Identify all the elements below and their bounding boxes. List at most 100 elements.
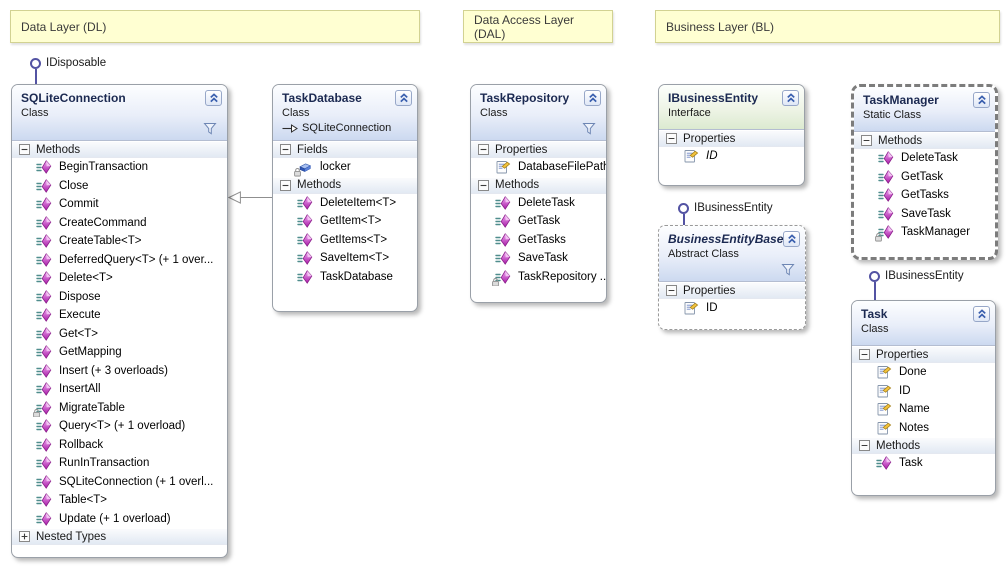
inheritance-arrow-icon	[282, 124, 298, 133]
lollipop-ibusinessentity-task[interactable]: IBusinessEntity	[869, 270, 964, 301]
section-header-methods[interactable]: Methods	[854, 132, 995, 149]
class-box-businessentitybase[interactable]: BusinessEntityBase Abstract Class Proper…	[658, 225, 806, 330]
member-row[interactable]: CreateTable<T>	[12, 232, 227, 251]
member-row[interactable]: DatabaseFilePath	[471, 158, 606, 177]
filter-icon[interactable]	[203, 122, 217, 135]
collapse-button[interactable]	[205, 90, 222, 106]
member-row[interactable]: DeleteTask	[471, 194, 606, 213]
section-header-methods[interactable]: Methods	[852, 437, 995, 454]
section-header-properties[interactable]: Properties	[659, 282, 805, 299]
member-row[interactable]: Task	[852, 454, 995, 473]
member-row[interactable]: Execute	[12, 306, 227, 325]
collapse-button[interactable]	[395, 90, 412, 106]
filter-icon[interactable]	[781, 263, 795, 276]
section-header-properties[interactable]: Properties	[471, 141, 606, 158]
class-kind: Interface	[668, 107, 711, 119]
collapse-button[interactable]	[584, 90, 601, 106]
interface-box-ibusinessentity[interactable]: IBusinessEntity Interface Properties ID	[658, 84, 805, 186]
member-row[interactable]: GetItem<T>	[273, 212, 417, 231]
member-row[interactable]: RunInTransaction	[12, 454, 227, 473]
filter-icon[interactable]	[582, 122, 596, 135]
member-row[interactable]: locker	[273, 158, 417, 177]
member-row[interactable]: Rollback	[12, 436, 227, 455]
class-header: Task Class	[852, 301, 995, 346]
layer-note-business-layer[interactable]: Business Layer (BL)	[655, 10, 1000, 43]
member-row[interactable]: Dispose	[12, 288, 227, 307]
member-row[interactable]: SaveTask	[854, 205, 995, 224]
member-row[interactable]: Update (+ 1 overload)	[12, 510, 227, 529]
chevron-up-icon	[785, 92, 797, 104]
member-row[interactable]: InsertAll	[12, 380, 227, 399]
member-row[interactable]: BeginTransaction	[12, 158, 227, 177]
class-name: Task	[861, 307, 888, 321]
section-title: Properties	[683, 132, 736, 145]
member-row[interactable]: ID	[659, 147, 804, 166]
member-row[interactable]: Notes	[852, 419, 995, 438]
member-row[interactable]: TaskDatabase	[273, 268, 417, 287]
section-header-fields[interactable]: Fields	[273, 141, 417, 158]
section-header-properties[interactable]: Properties	[659, 130, 804, 147]
member-row[interactable]: GetTask	[471, 212, 606, 231]
field-icon	[297, 159, 313, 175]
member-row[interactable]: SaveTask	[471, 249, 606, 268]
member-row[interactable]: GetMapping	[12, 343, 227, 362]
member-row[interactable]: Commit	[12, 195, 227, 214]
member-row[interactable]: CreateCommand	[12, 214, 227, 233]
method-icon	[878, 187, 894, 203]
member-row[interactable]: MigrateTable	[12, 399, 227, 418]
section-header-methods[interactable]: Methods	[12, 141, 227, 158]
method-icon	[36, 233, 52, 249]
member-row[interactable]: Table<T>	[12, 491, 227, 510]
member-row[interactable]: Insert (+ 3 overloads)	[12, 362, 227, 381]
member-row[interactable]: Query<T> (+ 1 overload)	[12, 417, 227, 436]
member-row[interactable]: Done	[852, 363, 995, 382]
member-row[interactable]: SaveItem<T>	[273, 249, 417, 268]
class-kind: Abstract Class	[668, 248, 739, 260]
method-icon	[36, 492, 52, 508]
member-row[interactable]: Get<T>	[12, 325, 227, 344]
lock-icon	[32, 408, 41, 417]
member-row[interactable]: ID	[852, 382, 995, 401]
member-row[interactable]: Delete<T>	[12, 269, 227, 288]
layer-note-label: Business Layer (BL)	[666, 19, 775, 34]
member-row[interactable]: SQLiteConnection (+ 1 overl...	[12, 473, 227, 492]
method-icon	[36, 344, 52, 360]
class-box-sqliteconnection[interactable]: SQLiteConnection Class Methods BeginTran…	[11, 84, 228, 558]
collapse-button[interactable]	[783, 231, 800, 247]
member-row[interactable]: GetTasks	[854, 186, 995, 205]
collapse-button[interactable]	[782, 90, 799, 106]
member-row[interactable]: DeferredQuery<T> (+ 1 over...	[12, 251, 227, 270]
class-box-taskrepository[interactable]: TaskRepository Class Properties Database…	[470, 84, 607, 303]
lollipop-ibusinessentity-base[interactable]: IBusinessEntity	[678, 202, 773, 226]
lollipop-idisposable[interactable]: IDisposable	[30, 57, 106, 85]
section-header-nested-types[interactable]: Nested Types	[12, 528, 227, 545]
section-header-methods[interactable]: Methods	[471, 176, 606, 194]
collapse-button[interactable]	[973, 92, 990, 108]
class-box-task[interactable]: Task Class Properties Done ID Name Notes…	[851, 300, 996, 496]
inheritance-connector-line[interactable]	[239, 197, 272, 198]
class-name: IBusinessEntity	[668, 91, 759, 105]
collapse-section-icon	[666, 133, 677, 144]
member-row[interactable]: ID	[659, 299, 805, 318]
lollipop-stem	[874, 282, 876, 301]
member-row[interactable]: Name	[852, 400, 995, 419]
class-box-taskdatabase[interactable]: TaskDatabase Class SQLiteConnection Fiel…	[272, 84, 418, 312]
member-row[interactable]: GetItems<T>	[273, 231, 417, 250]
section-header-methods[interactable]: Methods	[273, 176, 417, 194]
member-row[interactable]: GetTask	[854, 168, 995, 187]
class-box-taskmanager[interactable]: TaskManager Static Class Methods DeleteT…	[851, 84, 998, 260]
member-row[interactable]: GetTasks	[471, 231, 606, 250]
method-icon	[36, 418, 52, 434]
lollipop-stem	[683, 214, 685, 226]
member-row[interactable]: TaskRepository ...	[471, 268, 606, 287]
member-row[interactable]: TaskManager	[854, 223, 995, 242]
layer-note-data-layer[interactable]: Data Layer (DL)	[10, 10, 420, 43]
section-header-properties[interactable]: Properties	[852, 346, 995, 363]
member-row[interactable]: DeleteTask	[854, 149, 995, 168]
class-header: IBusinessEntity Interface	[659, 85, 804, 130]
member-row[interactable]: Close	[12, 177, 227, 196]
member-row[interactable]: DeleteItem<T>	[273, 194, 417, 213]
collapse-button[interactable]	[973, 306, 990, 322]
collapse-section-icon	[666, 285, 677, 296]
layer-note-data-access-layer[interactable]: Data Access Layer (DAL)	[463, 10, 613, 43]
